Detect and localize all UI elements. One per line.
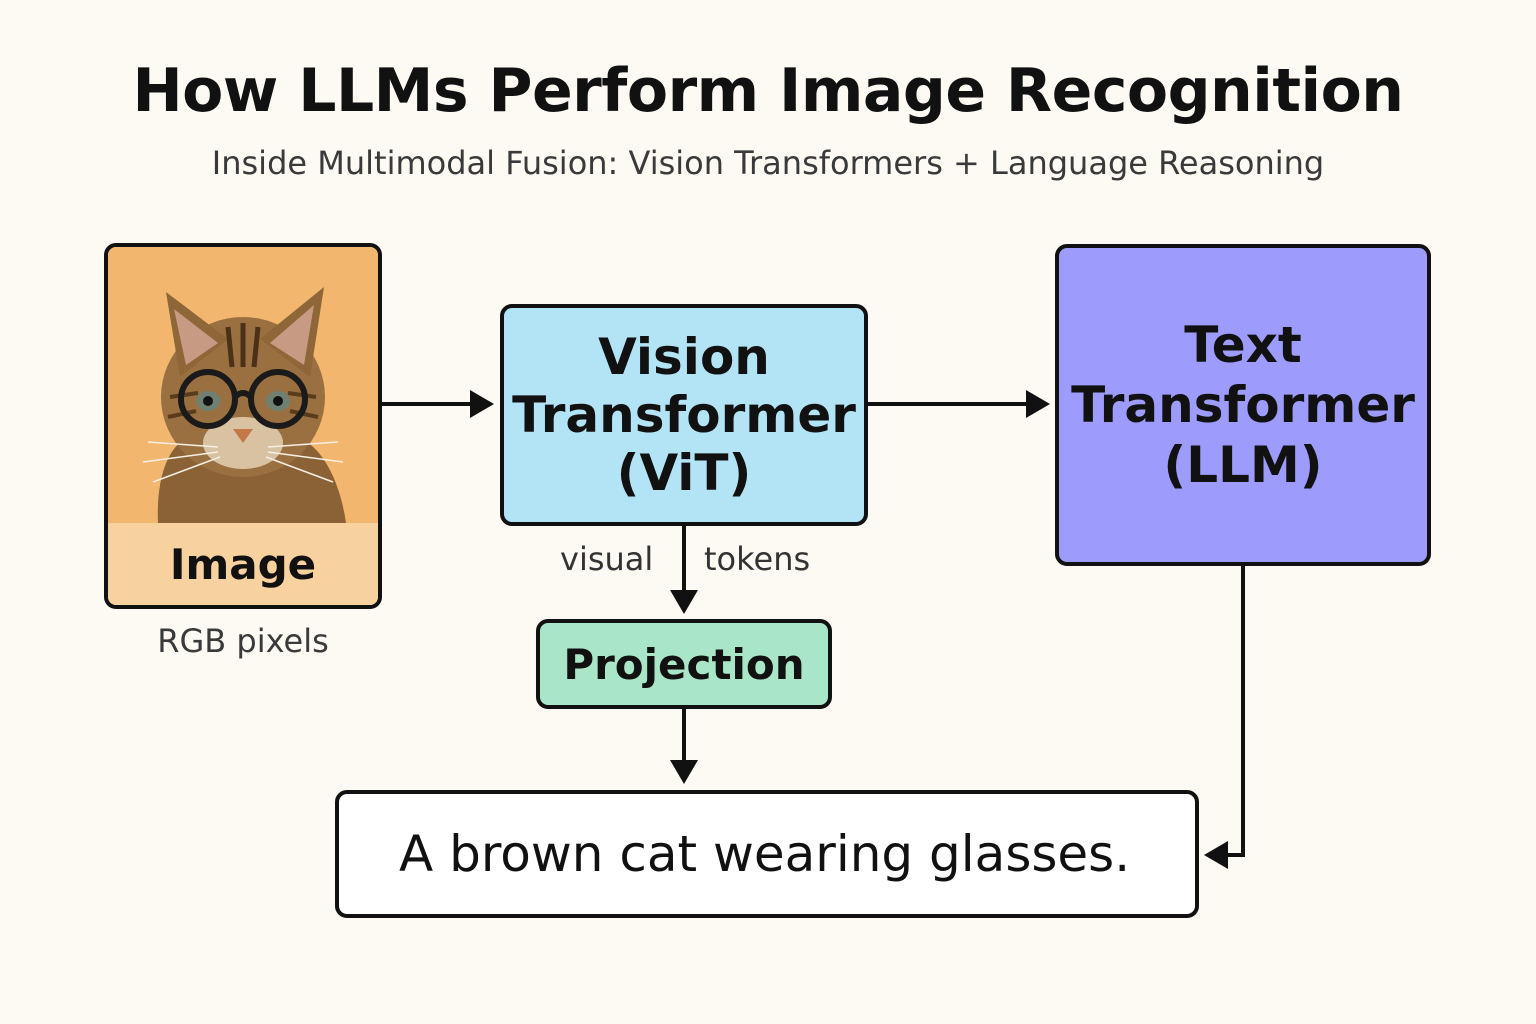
diagram-subtitle: Inside Multimodal Fusion: Vision Transfo…	[211, 144, 1325, 182]
cat-picture	[108, 247, 378, 523]
output-text: A brown cat wearing glasses.	[399, 825, 1131, 883]
edge-projection-to-output	[670, 709, 698, 784]
llm-line-1: Text	[1184, 316, 1302, 374]
image-node: Image	[104, 243, 382, 609]
image-node-label: Image	[108, 523, 378, 605]
edge-label-visual: visual	[560, 540, 654, 578]
edge-vit-to-llm	[868, 390, 1050, 418]
cat-with-glasses-icon	[142, 287, 346, 523]
vit-line-1: Vision	[598, 328, 770, 386]
llm-line-3: (LLM)	[1163, 436, 1323, 494]
llm-line-2: Transformer	[1071, 376, 1415, 434]
text-transformer-node: Text Transformer (LLM)	[1055, 244, 1431, 566]
edge-image-to-vit	[382, 390, 494, 418]
vision-transformer-node: Vision Transformer (ViT)	[500, 304, 868, 526]
vit-line-2: Transformer	[512, 386, 856, 444]
vit-line-3: (ViT)	[616, 444, 752, 502]
edge-vit-to-projection	[670, 526, 698, 614]
projection-label: Projection	[563, 639, 805, 689]
edge-llm-to-output	[1204, 566, 1245, 869]
image-caption: RGB pixels	[157, 622, 329, 660]
output-caption-node: A brown cat wearing glasses.	[335, 790, 1199, 918]
edge-label-tokens: tokens	[704, 540, 811, 578]
projection-node: Projection	[536, 619, 832, 709]
diagram-title: How LLMs Perform Image Recognition	[132, 56, 1404, 126]
